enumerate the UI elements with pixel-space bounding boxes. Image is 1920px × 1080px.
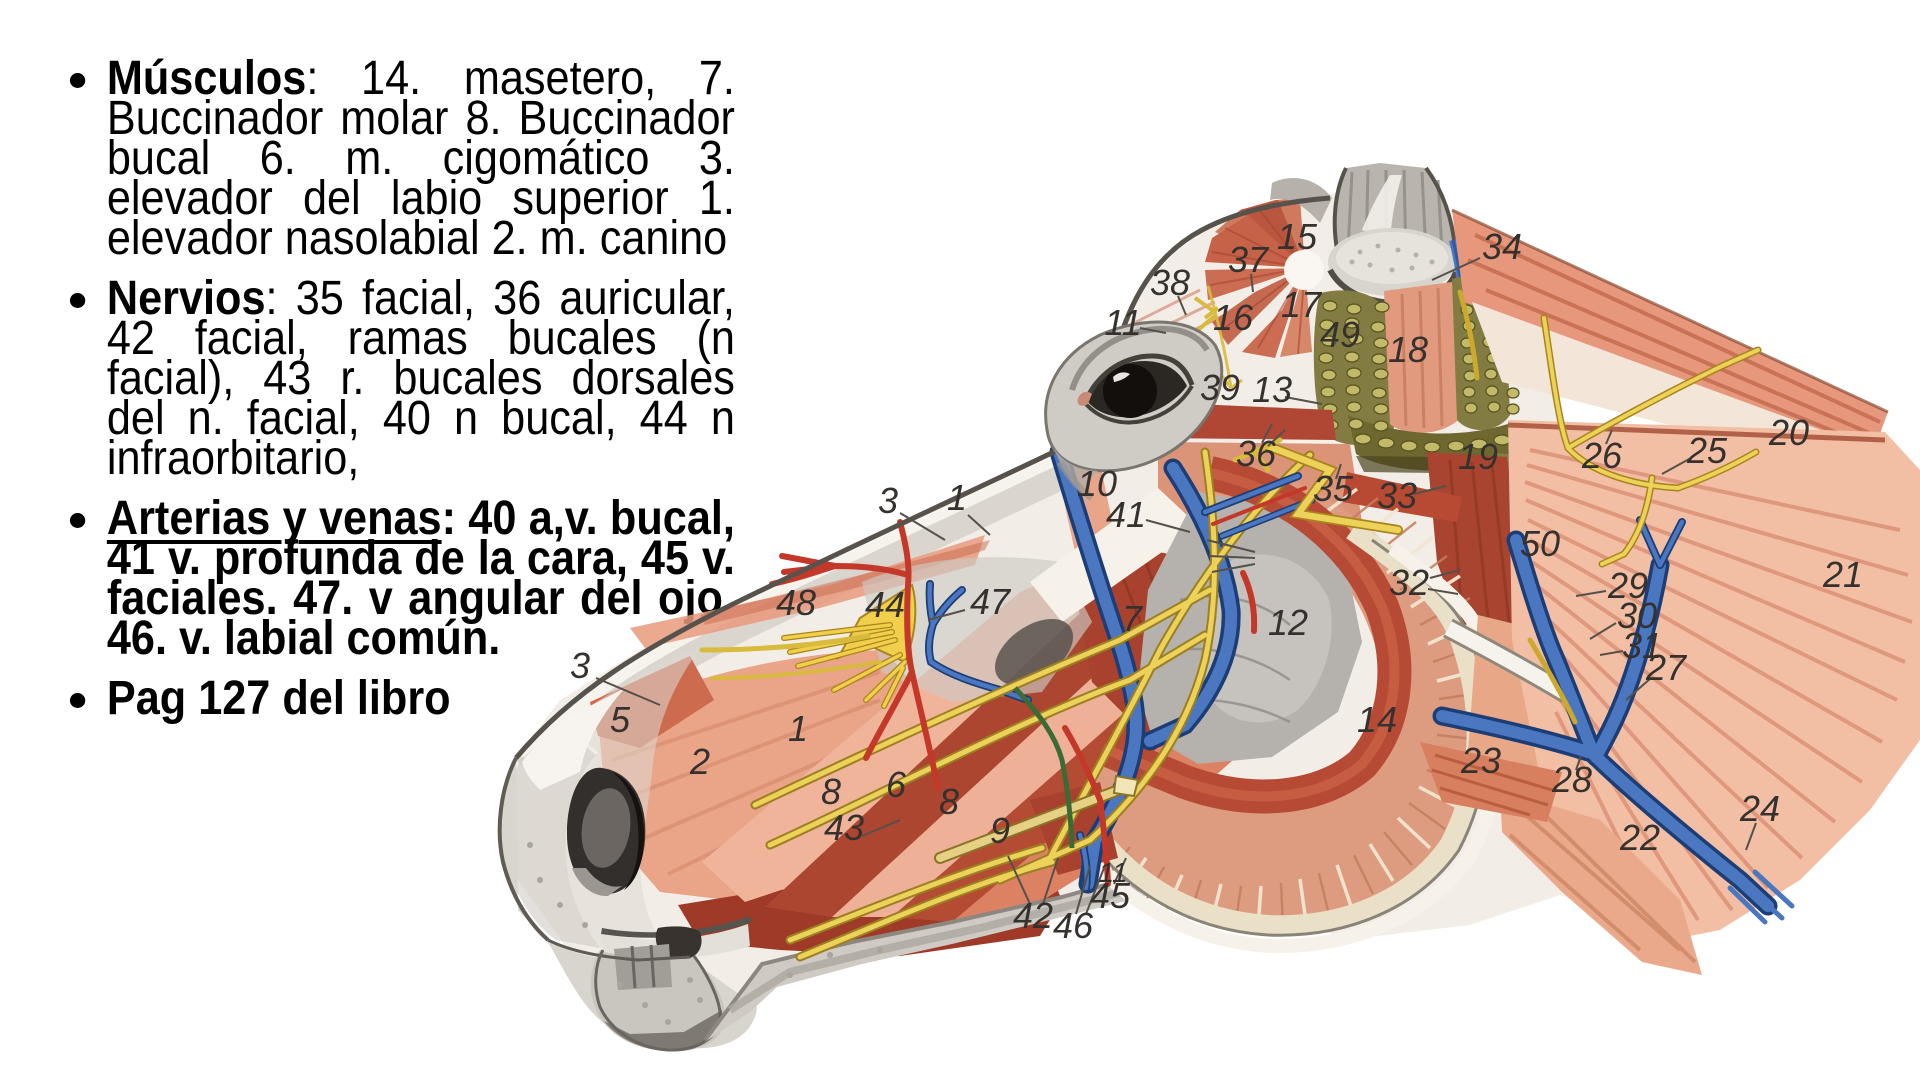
svg-text:26: 26 [1581,435,1623,476]
svg-text:43: 43 [824,807,864,848]
svg-text:19: 19 [1458,436,1498,477]
svg-text:23: 23 [1460,740,1501,781]
svg-text:36: 36 [1236,433,1277,474]
svg-text:29: 29 [1607,565,1648,606]
svg-text:38: 38 [1150,262,1190,303]
svg-text:3: 3 [570,645,590,686]
svg-text:20: 20 [1768,412,1809,453]
svg-text:37: 37 [1228,239,1270,280]
svg-text:10: 10 [1077,463,1117,504]
svg-text:17: 17 [1281,284,1323,325]
svg-text:16: 16 [1213,297,1254,338]
svg-text:5: 5 [610,699,631,740]
svg-text:41: 41 [1106,494,1146,535]
svg-text:42: 42 [1013,895,1053,936]
svg-text:39: 39 [1200,367,1240,408]
svg-text:31: 31 [1622,625,1662,666]
svg-text:8: 8 [821,771,841,812]
svg-text:50: 50 [1520,523,1560,564]
svg-text:21: 21 [1822,554,1863,595]
svg-text:30: 30 [1617,595,1657,636]
svg-text:18: 18 [1388,329,1428,370]
svg-text:8: 8 [939,781,959,822]
svg-text:32: 32 [1389,562,1429,603]
svg-text:25: 25 [1686,430,1728,471]
svg-text:2: 2 [689,741,710,782]
svg-text:15: 15 [1277,216,1318,257]
svg-text:45: 45 [1090,875,1131,916]
svg-text:47: 47 [970,581,1012,622]
svg-text:7: 7 [1122,598,1144,639]
svg-text:49: 49 [1320,314,1360,355]
svg-text:44: 44 [865,584,905,625]
svg-text:9: 9 [990,810,1010,851]
svg-text:28: 28 [1551,759,1592,800]
svg-text:33: 33 [1377,475,1417,516]
svg-text:1: 1 [947,477,967,518]
svg-text:1: 1 [788,708,808,749]
svg-text:13: 13 [1252,369,1292,410]
svg-text:12: 12 [1268,602,1308,643]
svg-text:14: 14 [1357,699,1397,740]
svg-text:34: 34 [1482,226,1522,267]
svg-text:46: 46 [1053,905,1094,946]
svg-text:48: 48 [776,582,816,623]
svg-text:11: 11 [1104,302,1141,343]
svg-text:3: 3 [878,480,898,521]
svg-text:6: 6 [886,764,907,805]
svg-text:27: 27 [1645,647,1688,688]
svg-text:24: 24 [1739,788,1780,829]
svg-text:11: 11 [1098,857,1127,888]
svg-text:35: 35 [1313,468,1354,509]
svg-text:22: 22 [1619,817,1660,858]
